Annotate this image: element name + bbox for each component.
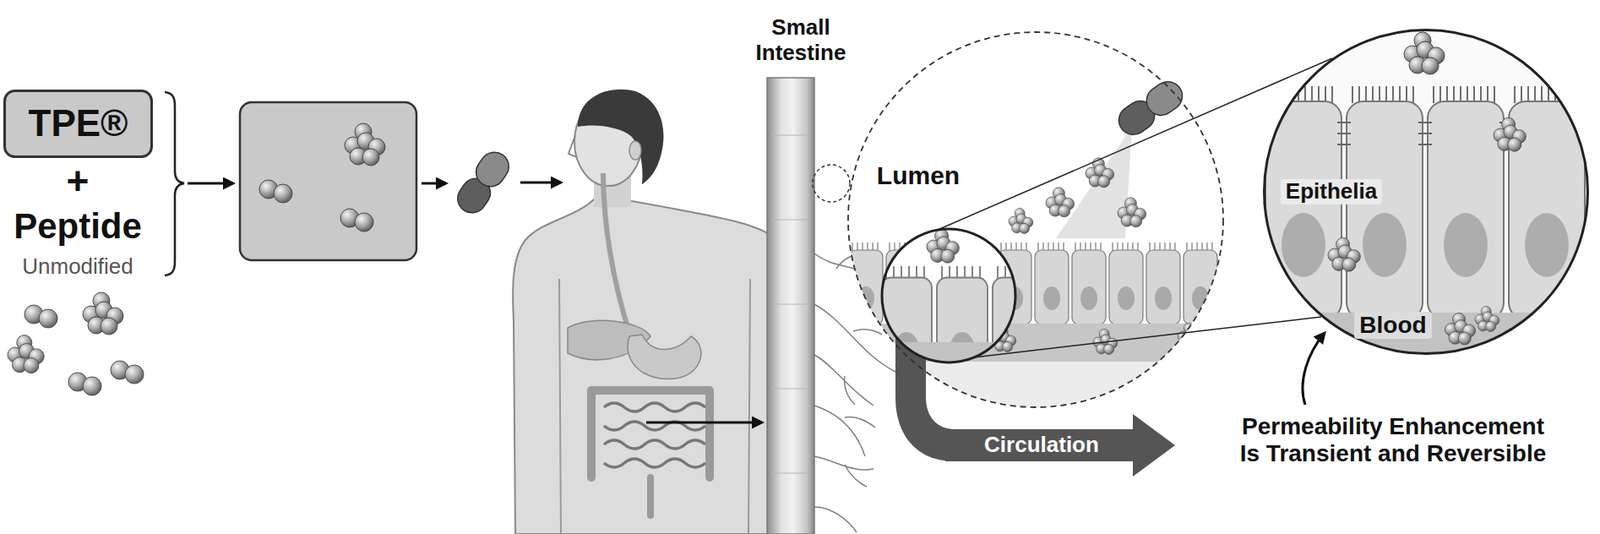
text-anchor: Small Intestine [741, 15, 860, 66]
mixture-box [344, 123, 386, 166]
text-anchor: Unmodified [21, 254, 134, 280]
human-figure [647, 477, 654, 516]
human-figure [512, 199, 795, 534]
intestine-cross-section [1113, 76, 1188, 141]
epithelium-zoom-circle: EpitheliaBlood [1262, 28, 1590, 355]
bracket [164, 92, 185, 276]
mixture-box [239, 102, 417, 261]
epithelium-detail [1262, 84, 1590, 317]
organ-label: Small Intestine [741, 15, 860, 66]
mixture-box [340, 208, 374, 232]
intestine-cross-section [1055, 126, 1132, 239]
flow-arrow [646, 421, 762, 425]
blood-vessels [814, 456, 874, 487]
small-intestine-tube [767, 77, 815, 534]
mixture-box [259, 179, 293, 203]
circle-outline [848, 32, 1224, 408]
intestine-cross-section [1045, 187, 1075, 218]
human-figure [591, 390, 710, 478]
peptide-particles [110, 360, 144, 384]
node-label: Epithelia [1280, 179, 1383, 205]
peptide-particles [7, 292, 144, 396]
component-note: Unmodified [21, 254, 134, 280]
flow-arrow [520, 181, 561, 185]
human-figure [603, 173, 632, 338]
human-figure [604, 402, 706, 468]
epithelium-detail [1445, 313, 1476, 346]
mixture-box [239, 102, 417, 261]
text-anchor: Epithelia [1280, 179, 1383, 205]
plus-sign: + [66, 158, 90, 204]
human-figure [627, 334, 702, 380]
box-outline [5, 91, 153, 158]
text-anchor: Circulation [984, 432, 1100, 458]
intestine-cross-section [1117, 197, 1147, 228]
node-label: TPE® [28, 102, 129, 146]
magnifier-circle [878, 228, 1023, 368]
text-anchor: Lumen [876, 161, 960, 191]
magnifier-circle [926, 228, 959, 263]
blood-vessels [814, 354, 874, 406]
magnifier-circle [878, 228, 1023, 368]
lumen-zoom-circle-outline [847, 31, 1225, 409]
blood-vessels [814, 506, 857, 533]
node-label: Circulation [984, 432, 1100, 458]
epithelium-detail [1493, 117, 1526, 152]
zoom-marker [812, 164, 850, 202]
epithelium-detail [1404, 32, 1445, 75]
lumen-zoom-circle: Lumen [847, 31, 1225, 409]
epithelium-detail [1262, 28, 1590, 355]
peptide-particles [7, 335, 44, 374]
small-intestine-tube [770, 135, 811, 474]
text-anchor: Permeability Enhancement Is Transient an… [1194, 413, 1592, 468]
circle-outline [1264, 30, 1589, 354]
component-label: Peptide [13, 206, 142, 247]
capsule [451, 146, 515, 218]
peptide-particles [68, 372, 102, 396]
rounded-box: TPE® [3, 89, 153, 158]
epithelium-detail [1262, 28, 1590, 357]
human-figure [559, 278, 751, 534]
intestine-cross-section [1008, 207, 1034, 234]
peptide-particles [82, 292, 124, 335]
human-figure [629, 141, 642, 160]
blood-vessels [814, 405, 876, 457]
text-anchor: Blood [1354, 311, 1432, 339]
callout-note: Permeability Enhancement Is Transient an… [1194, 413, 1592, 468]
intestine-cross-section [1085, 157, 1115, 188]
magnifier-circle [878, 263, 1023, 349]
arrow-shape [945, 413, 1176, 477]
callout-arrow [1302, 332, 1325, 405]
node-label: Lumen [876, 161, 960, 191]
peptide-particles [24, 304, 58, 328]
text-anchor: TPE® [28, 102, 129, 146]
magnifier-circle [878, 342, 1023, 368]
human-figure [512, 89, 795, 534]
capsule [470, 146, 515, 192]
epithelium-detail [1327, 237, 1361, 272]
text-anchor: + [66, 158, 90, 204]
text-anchor: Peptide [13, 206, 142, 247]
human-figure [577, 89, 664, 185]
flow-arrow [421, 182, 447, 186]
epithelium-detail [1474, 305, 1500, 332]
human-figure [568, 135, 577, 158]
small-intestine-tube [767, 77, 815, 534]
circulation-arrow: Circulation [950, 412, 1177, 480]
flow-arrow [187, 182, 234, 186]
node-sublabel: Blood [1354, 311, 1432, 339]
magnifier-circle [881, 228, 1016, 363]
